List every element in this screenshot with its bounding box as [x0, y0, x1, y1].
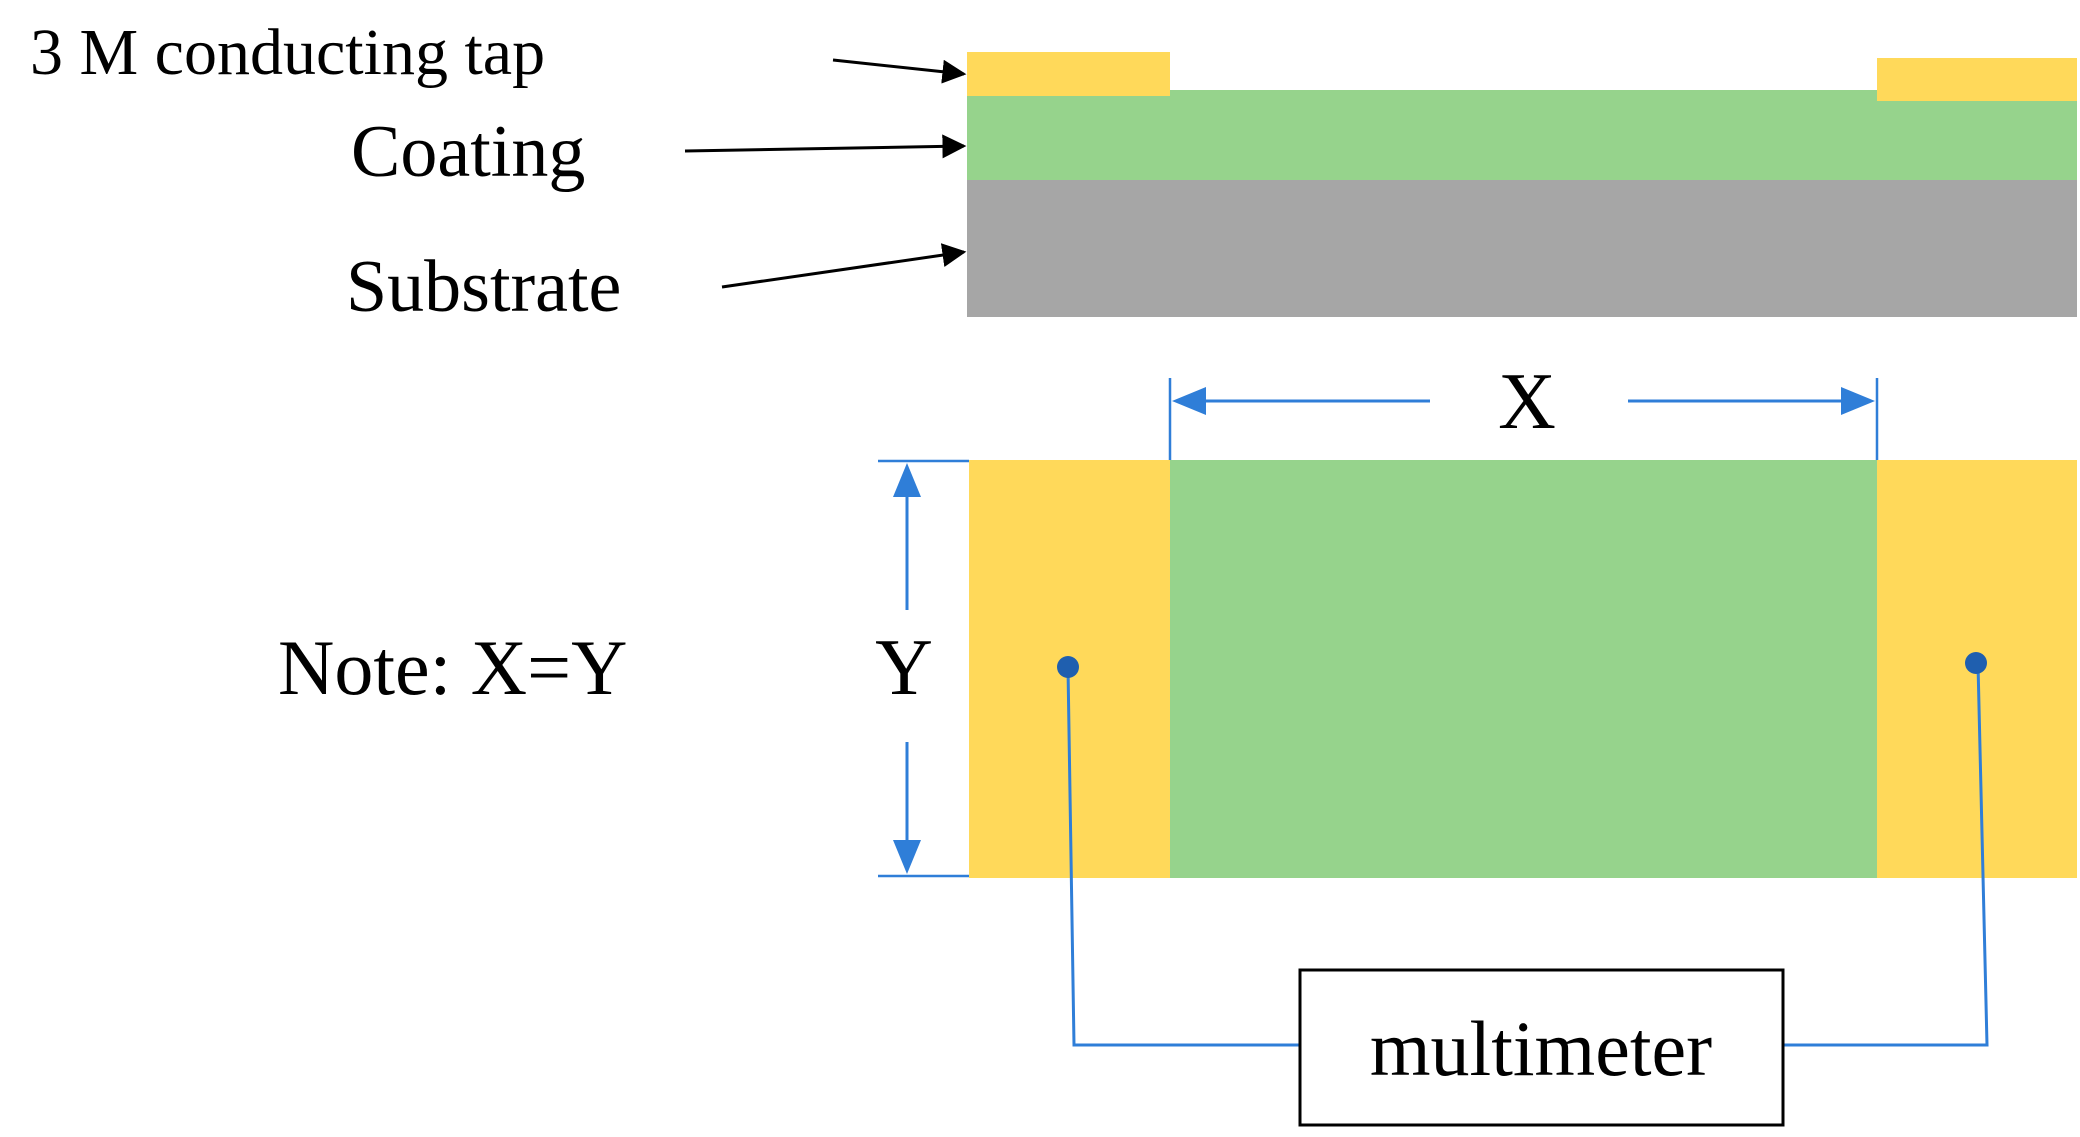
tape-leader-arrow	[832, 58, 967, 84]
multimeter-box: multimeter	[1298, 968, 1785, 1127]
coating-leader-arrow	[684, 134, 967, 159]
top-view: X Y Note: X=Y multimeter	[278, 358, 2077, 1127]
left-probe-contact	[1057, 656, 1079, 678]
multimeter-label: multimeter	[1370, 1005, 1712, 1092]
right-probe-contact	[1965, 652, 1987, 674]
tape-left-section	[967, 52, 1170, 96]
coating-layer	[967, 90, 2077, 180]
note-label: Note: X=Y	[278, 624, 627, 711]
cross-section-view: 3 M conducting tap Coating Substrate	[30, 16, 2077, 328]
tape-right-section	[1877, 58, 2077, 101]
top-coating-area	[1170, 460, 1877, 878]
multimeter-wiring	[1066, 663, 1989, 1047]
x-dimension-line	[1168, 378, 1879, 460]
y-dimension-line	[878, 459, 969, 878]
y-dimension-label: Y	[875, 624, 933, 712]
substrate-leader-arrow	[721, 243, 967, 289]
x-dimension-label: X	[1498, 358, 1556, 446]
coating-label: Coating	[351, 111, 585, 193]
substrate-layer	[967, 180, 2077, 317]
substrate-label: Substrate	[346, 246, 621, 328]
tape-label: 3 M conducting tap	[30, 16, 545, 89]
